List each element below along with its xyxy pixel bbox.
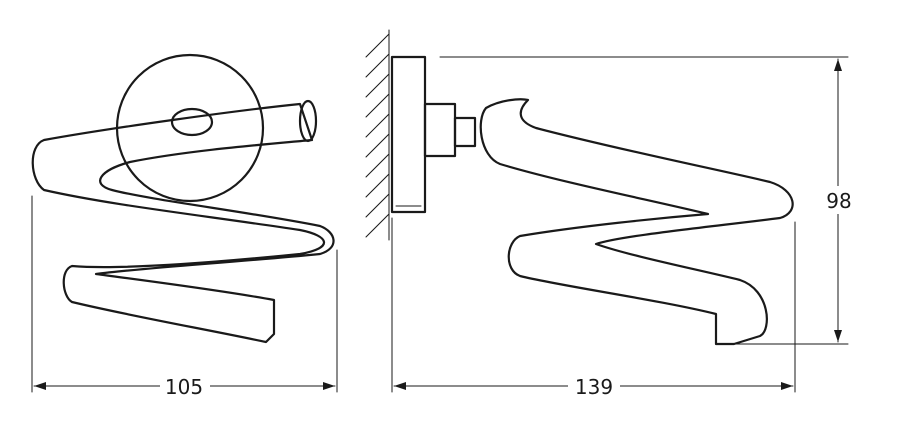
side-view: 98 139 <box>365 29 856 399</box>
front-spiral-ribbon <box>31 102 335 344</box>
dim-label-139: 139 <box>575 375 613 399</box>
mount-boss <box>170 107 214 137</box>
front-tube-end <box>298 99 318 143</box>
side-boss <box>423 102 457 158</box>
side-wall-plate <box>390 55 427 214</box>
wall-hatching <box>365 29 390 241</box>
dim-label-98: 98 <box>826 189 851 213</box>
dim-label-105: 105 <box>165 375 203 399</box>
side-spiral-ribbon <box>479 98 794 346</box>
wall-plate-disc <box>115 53 265 203</box>
side-connector <box>453 116 477 148</box>
front-view: 105 <box>31 53 338 399</box>
